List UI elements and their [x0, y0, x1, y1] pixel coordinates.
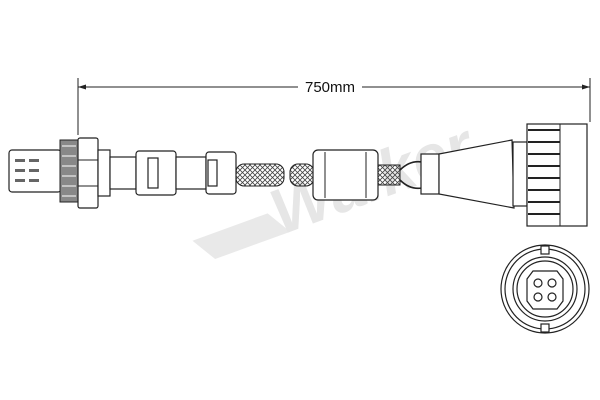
sensor-probe: [8, 149, 62, 193]
cable-grommet: [312, 149, 379, 201]
connector-end-view: [500, 244, 590, 334]
sensor-body: [97, 149, 237, 197]
sensor-thread: [59, 139, 79, 203]
connector-plug: [526, 123, 588, 227]
dimension-label: 750mm: [305, 79, 355, 96]
connector-boot: [420, 139, 528, 209]
braided-cable: [235, 163, 401, 187]
wires: [399, 160, 423, 190]
dimension-line: 750mm: [77, 78, 591, 135]
hex-nut: [77, 137, 99, 209]
